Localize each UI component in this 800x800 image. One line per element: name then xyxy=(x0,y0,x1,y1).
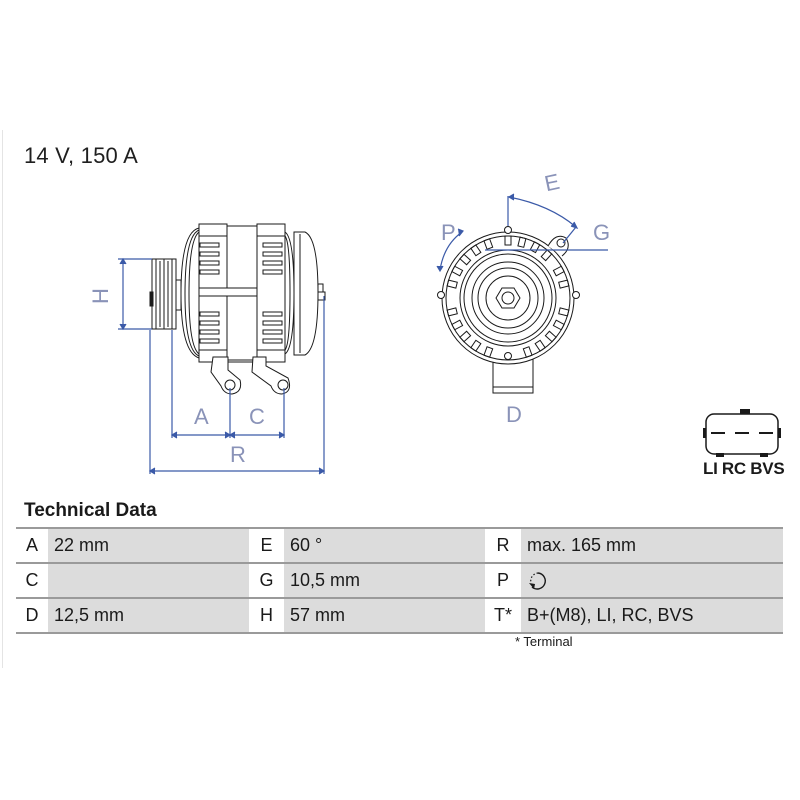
spec-value-r: max. 165 mm xyxy=(521,527,783,563)
dim-label-p: P xyxy=(441,220,456,245)
spec-key-d: D xyxy=(16,597,48,634)
vent-slots xyxy=(446,235,570,358)
technical-data-heading: Technical Data xyxy=(24,500,157,521)
dim-label-d: D xyxy=(506,402,522,427)
spec-key-terminal: T* xyxy=(485,597,521,634)
table-row: C G 10,5 mm P xyxy=(16,562,783,598)
spec-value-c xyxy=(48,562,249,598)
alternator-technical-drawing: H A C R xyxy=(88,169,781,475)
terminal-footnote: * Terminal xyxy=(515,634,573,649)
pulley xyxy=(149,258,182,330)
side-view-dimension-labels: H A C R xyxy=(88,288,265,467)
side-view-dimensions xyxy=(118,257,326,475)
front-view-dimensions xyxy=(436,193,608,273)
spec-value-e: 60 ° xyxy=(284,527,485,563)
front-view xyxy=(437,226,580,394)
dim-label-c: C xyxy=(249,404,265,429)
spec-key-r: R xyxy=(485,527,521,563)
spec-key-h: H xyxy=(249,597,284,634)
dim-label-g: G xyxy=(593,220,610,245)
spec-key-e: E xyxy=(249,527,284,563)
dim-label-e: E xyxy=(542,169,562,197)
dim-label-r: R xyxy=(230,442,246,467)
spec-value-g: 10,5 mm xyxy=(284,562,485,598)
table-row: D 12,5 mm H 57 mm T* B+(M8), LI, RC, BVS xyxy=(16,597,783,634)
spec-key-a: A xyxy=(16,527,48,563)
spec-key-p: P xyxy=(485,562,521,598)
left-border-rule xyxy=(2,130,3,668)
rear-housing xyxy=(256,223,295,363)
spec-value-h: 57 mm xyxy=(284,597,485,634)
rear-cover xyxy=(293,231,326,356)
spec-key-c: C xyxy=(16,562,48,598)
table-row: A 22 mm E 60 ° R max. 165 mm xyxy=(16,527,783,563)
connector-plug-icon xyxy=(703,409,781,457)
front-fins xyxy=(199,242,220,344)
rotation-clockwise-icon xyxy=(529,571,546,590)
technical-data-table: A 22 mm E 60 ° R max. 165 mm C G 10,5 mm… xyxy=(16,527,783,634)
dim-label-a: A xyxy=(194,404,209,429)
stator xyxy=(198,225,260,361)
dim-label-h: H xyxy=(88,288,113,304)
spec-value-a: 22 mm xyxy=(48,527,249,563)
spec-key-g: G xyxy=(249,562,284,598)
front-view-dimension-labels: E G P D xyxy=(441,169,610,427)
mounting-lugs xyxy=(210,356,290,395)
spec-value-p xyxy=(521,562,783,598)
connector-terminal-labels: LI RC BVS xyxy=(703,459,785,478)
side-view xyxy=(149,223,326,395)
spec-value-terminal: B+(M8), LI, RC, BVS xyxy=(521,597,783,634)
product-rating-title: 14 V, 150 A xyxy=(24,143,138,168)
spec-value-d: 12,5 mm xyxy=(48,597,249,634)
